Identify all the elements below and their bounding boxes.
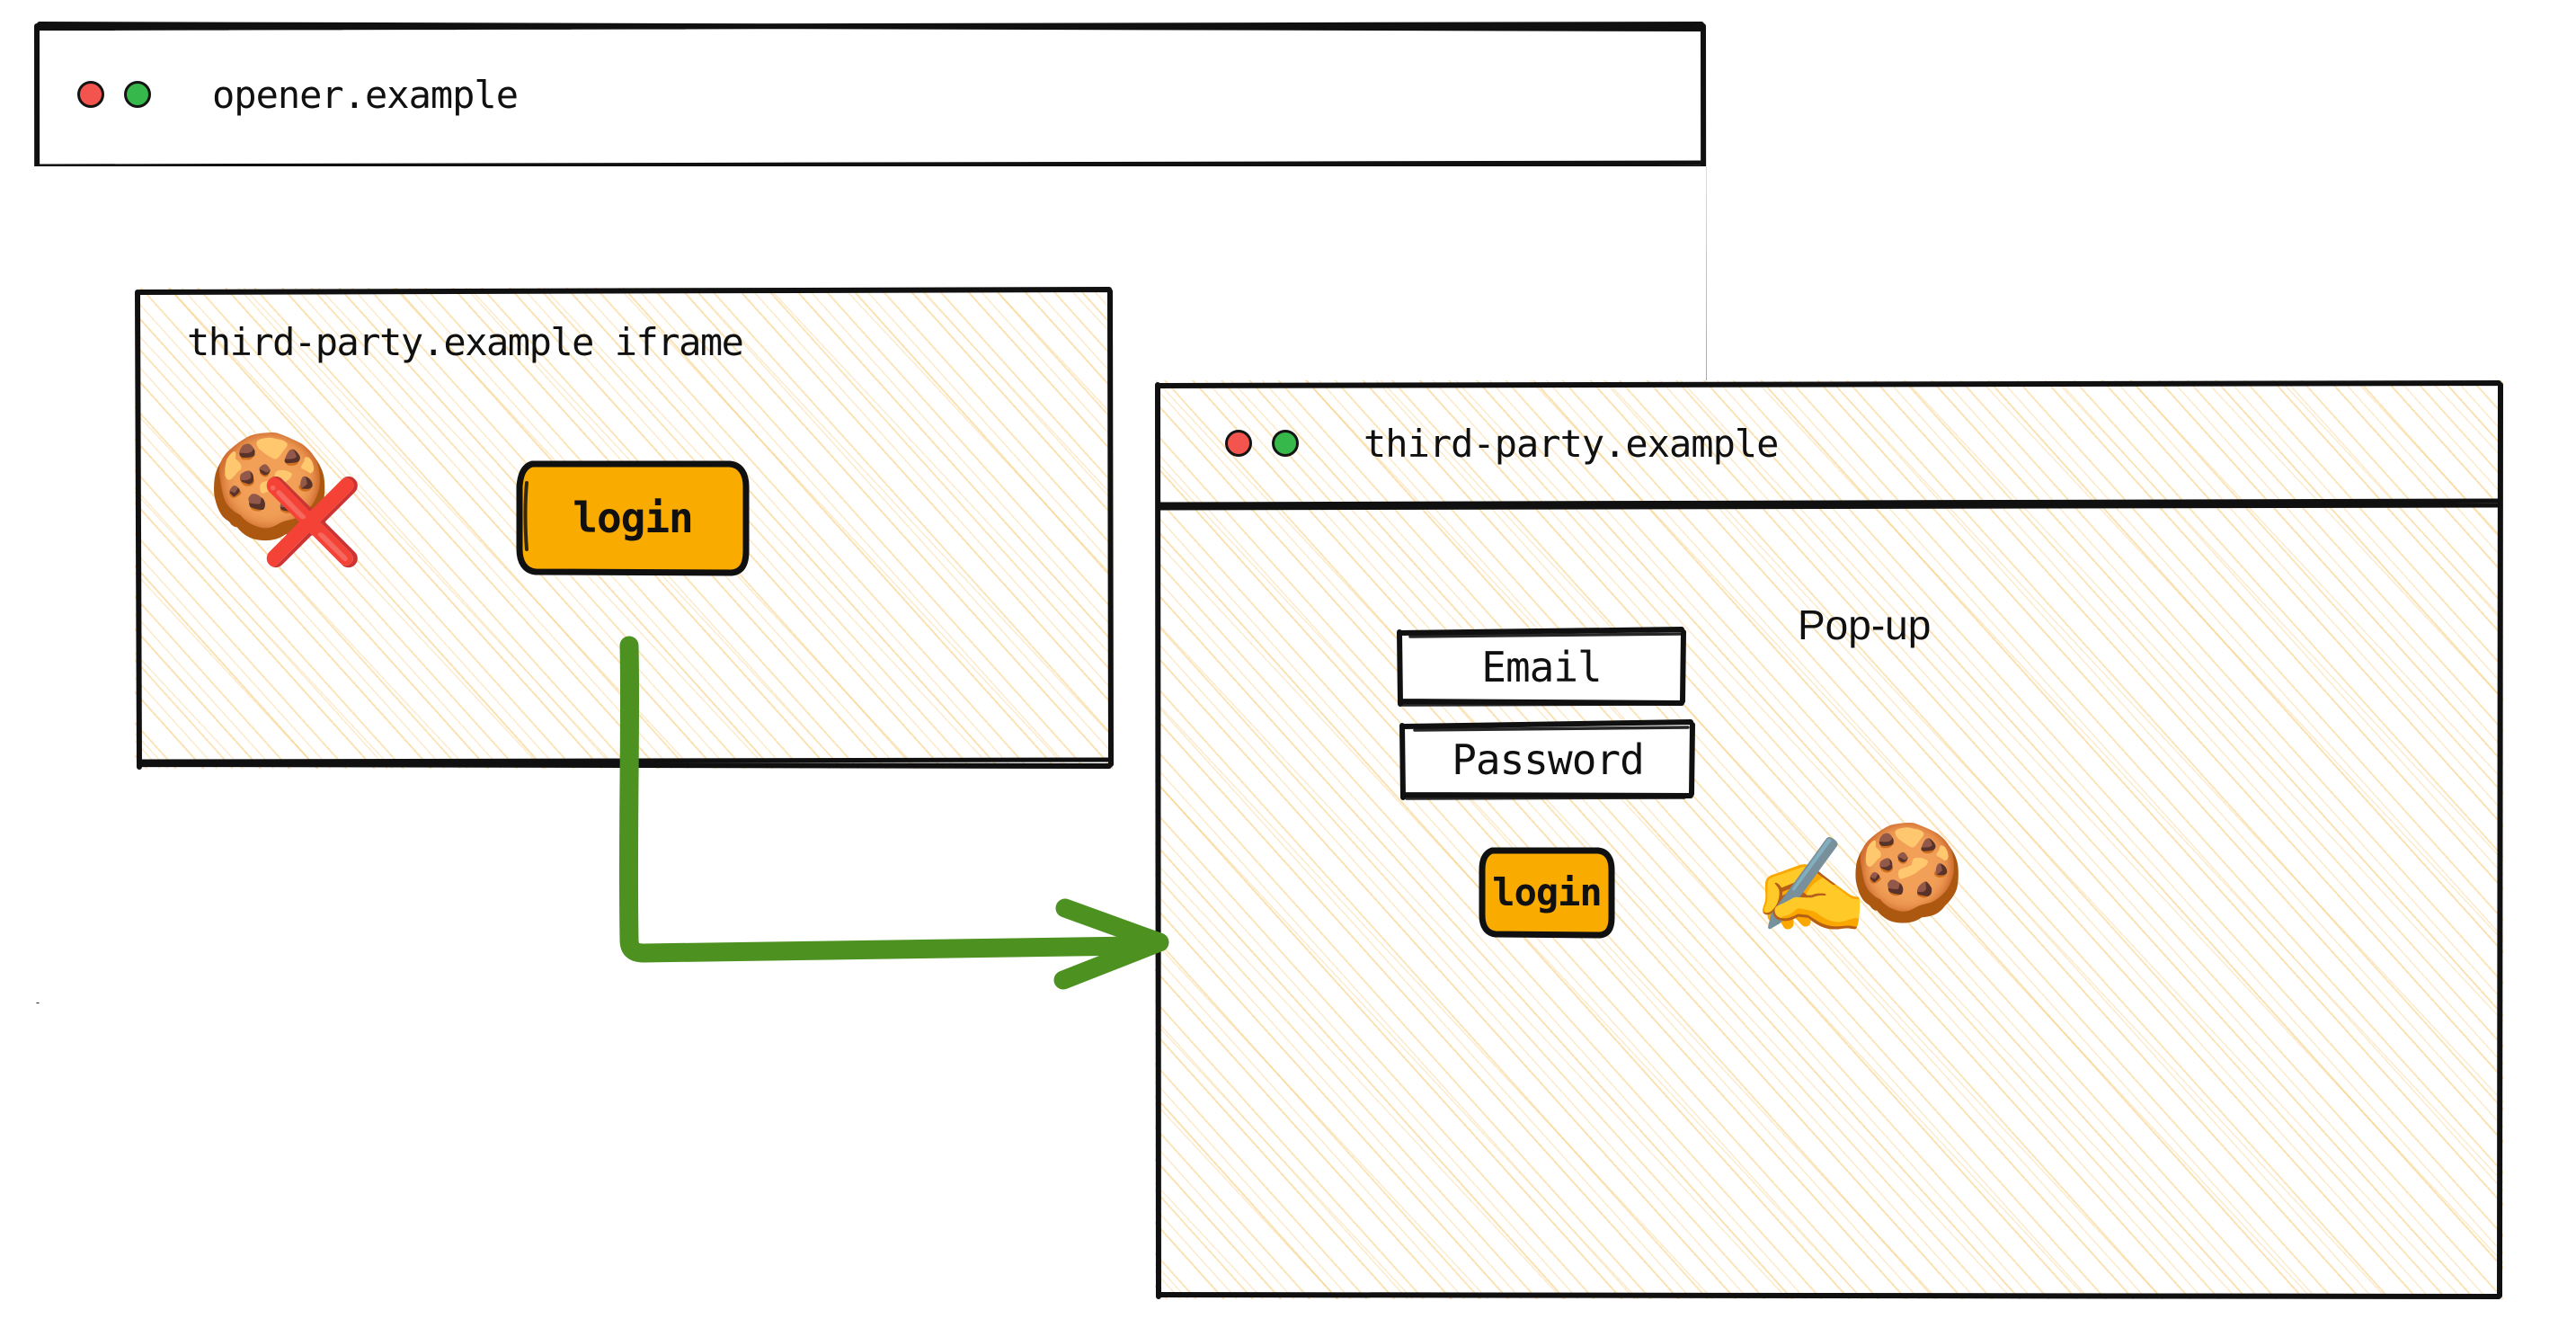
email-field[interactable]: Email: [1397, 627, 1686, 707]
iframe-login-button-label: login: [573, 494, 693, 542]
password-field-label: Password: [1452, 735, 1645, 784]
third-party-iframe: third-party.example iframe 🍪 ❌ login: [135, 287, 1114, 770]
popup-window-controls[interactable]: [1225, 430, 1299, 457]
minimize-dot[interactable]: [1272, 430, 1299, 457]
popup-window-title: third-party.example: [1364, 421, 1779, 466]
opener-window-title: opener.example: [212, 72, 519, 117]
cookie-icon: 🍪: [207, 428, 333, 545]
opener-window-controls[interactable]: [77, 81, 151, 108]
password-field[interactable]: Password: [1399, 719, 1695, 800]
close-dot[interactable]: [1225, 430, 1252, 457]
iframe-login-button[interactable]: login: [516, 460, 750, 576]
popup-login-button[interactable]: login: [1479, 847, 1615, 939]
iframe-title-label: third-party.example iframe: [187, 320, 744, 364]
email-field-label: Email: [1481, 643, 1602, 691]
minimize-dot[interactable]: [124, 81, 151, 108]
cookie-icon: 🍪: [1849, 817, 1966, 927]
popup-titlebar: third-party.example: [1155, 380, 2503, 506]
opener-titlebar: opener.example: [34, 22, 1706, 166]
writing-hand-icon: ✍️: [1753, 831, 1870, 940]
cross-mark-icon: ❌: [261, 474, 364, 570]
popup-browser-window: third-party.example Email Password: [1155, 380, 2503, 1299]
popup-annotation-label: Pop-up: [1798, 602, 1932, 648]
close-dot[interactable]: [77, 81, 104, 108]
popup-login-button-label: login: [1492, 869, 1602, 914]
popup-window-body: Email Password login Pop-up ✍️ 🍪: [1155, 506, 2503, 1299]
